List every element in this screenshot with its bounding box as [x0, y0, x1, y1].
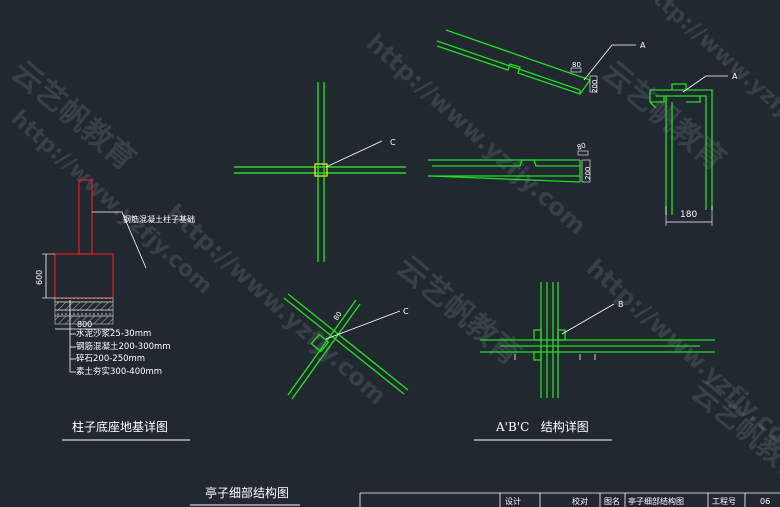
foundation-detail: 600 800 钢筋混凝土柱子基础 水泥沙浆25-30mm 钢筋混凝土200-3…	[35, 179, 195, 441]
beam-joint-b	[480, 282, 715, 398]
layer4-label: 素土夯实300-400mm	[76, 366, 162, 377]
dim-180: 180	[680, 210, 697, 220]
watermark-brand-3: 云艺帆教育	[390, 249, 527, 372]
title-block-designer: 设计	[505, 496, 521, 506]
layer-mortar	[54, 297, 114, 303]
dim-80-top: 80	[572, 61, 581, 69]
callout-c1: C	[390, 138, 396, 147]
c1-leader	[325, 140, 383, 168]
title-block-project-no: 06	[760, 497, 770, 506]
title-block-project-no-label: 工程号	[712, 497, 736, 506]
foundation-title: 柱子底座地基详图	[72, 419, 168, 434]
watermark-url-1: http://www.yzfjy.com	[361, 29, 592, 241]
title-block-drawing-name-label: 图名	[604, 496, 620, 506]
column-leader	[92, 211, 147, 269]
sloping-beam-a	[436, 29, 591, 95]
dim-height-text: 600	[35, 270, 44, 285]
title-block-drawing-name: 亭子细部结构图	[628, 496, 684, 506]
dim-width-text: 800	[77, 320, 92, 329]
layer1-label: 水泥沙浆25-30mm	[76, 328, 151, 339]
dim-200-mid-box	[581, 159, 591, 183]
watermark-layer: http://www.yzfjy.com http://www.yzfjy.co…	[5, 0, 780, 490]
pavilion-title: 亭子细部结构图	[205, 485, 289, 500]
a1-leader	[583, 44, 636, 81]
layer-gravel	[54, 309, 114, 317]
horizontal-beam-a	[428, 159, 581, 183]
layer2-label: 钢筋混凝土200-300mm	[76, 341, 171, 352]
b-leader	[561, 303, 615, 335]
title-block-checker: 校对	[572, 496, 588, 506]
callout-a2: A	[732, 72, 738, 81]
layer-soil	[54, 315, 114, 325]
dim-80-top-box	[570, 67, 582, 73]
callout-a1: A	[640, 41, 646, 50]
dim-200-top-box	[589, 75, 598, 93]
dim-80-mid-box	[577, 150, 589, 156]
layer-concrete	[54, 301, 114, 311]
dimension-ticks-b	[514, 354, 596, 360]
dim-80-diagonal: 80	[332, 310, 344, 322]
watermark-url-2: http://www.yzfjy.com	[161, 199, 392, 411]
dim-200-top: 200	[591, 80, 599, 93]
c2-leader	[325, 310, 401, 340]
title-block	[359, 492, 780, 507]
dim-80-mid: 80	[576, 141, 587, 152]
callout-b: B	[618, 300, 624, 309]
footing-outline	[54, 253, 114, 299]
cross-joint-c-diagonal	[283, 293, 409, 400]
callout-c2: C	[403, 307, 409, 316]
layer3-label: 碎石200-250mm	[76, 353, 145, 364]
cross-joint-c-upper	[234, 82, 406, 262]
structure-title: A'B'C 结构详图	[495, 419, 589, 434]
column-label: 钢筋混凝土柱子基础	[123, 214, 195, 224]
dim-200-mid: 200	[584, 167, 592, 180]
a2-leader	[682, 75, 728, 93]
post-joint-a	[649, 83, 713, 215]
